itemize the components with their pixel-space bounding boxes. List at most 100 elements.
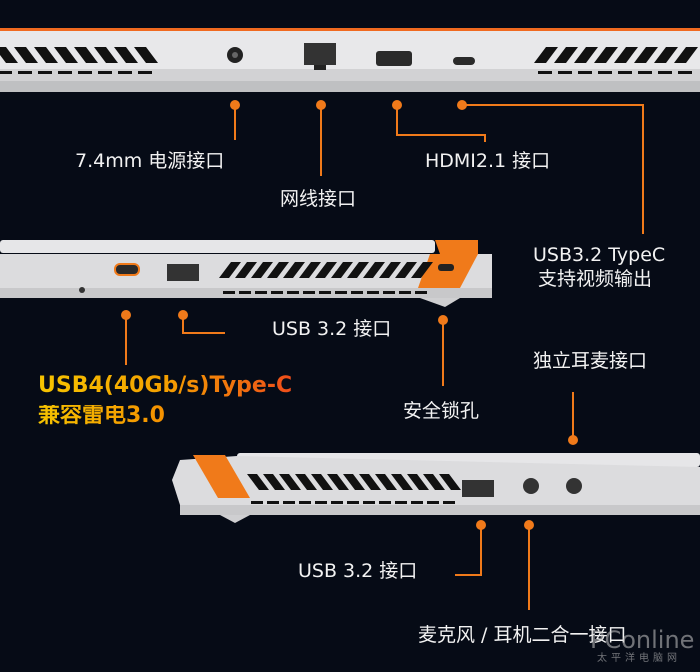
vent-dash <box>347 501 359 504</box>
vent-dash <box>383 291 395 294</box>
usb-a-left-port <box>167 264 199 281</box>
vent-dash <box>118 71 132 74</box>
vent-dash <box>678 71 692 74</box>
vent-dash <box>38 71 52 74</box>
vent-slot <box>0 47 18 63</box>
vent-dash <box>443 501 455 504</box>
vent-slot <box>331 262 353 278</box>
label-power-port: 7.4mm 电源接口 <box>75 150 225 172</box>
vent-dash <box>558 71 572 74</box>
label-hdmi-port: HDMI2.1 接口 <box>425 150 551 172</box>
vent-dash <box>18 71 32 74</box>
vent-dash <box>411 501 423 504</box>
label-lock-slot: 安全锁孔 <box>403 400 480 422</box>
vent-dash <box>239 291 251 294</box>
vent-dash <box>58 71 72 74</box>
vent-dash <box>98 71 112 74</box>
vent-slot <box>247 474 269 490</box>
vent-dash <box>299 501 311 504</box>
vent-slot <box>94 47 118 63</box>
callout-lines <box>125 104 644 610</box>
vent-dash <box>618 71 632 74</box>
vent-dash <box>538 71 552 74</box>
vent-dash <box>223 291 235 294</box>
vent-slot <box>614 47 638 63</box>
hdmi-port <box>376 51 412 66</box>
vent-slot <box>74 47 98 63</box>
label-right-usb: USB 3.2 接口 <box>298 560 418 582</box>
vent-slot <box>574 47 598 63</box>
vent-slot <box>14 47 38 63</box>
label-combo-audio: 麦克风 / 耳机二合一接口 <box>418 624 627 646</box>
vent-slot <box>343 474 365 490</box>
watermark-brand: PConline <box>590 626 695 654</box>
vent-slot <box>251 262 273 278</box>
vent-slot <box>654 47 678 63</box>
vent-slot <box>311 474 333 490</box>
mic-jack <box>566 478 582 494</box>
vent-dash <box>399 291 411 294</box>
vent-dash <box>255 291 267 294</box>
vent-slot <box>283 262 305 278</box>
label-typec-line1: USB3.2 TypeC <box>533 244 666 266</box>
laptop-rear-view <box>0 28 700 92</box>
usb4-port <box>114 263 140 276</box>
label-usb4-line1: USB4(40Gb/s)Type-C <box>38 373 293 398</box>
label-usb4-line2: 兼容雷电3.0 <box>38 403 165 428</box>
vent-dash <box>0 71 12 74</box>
vent-slot <box>327 474 349 490</box>
vent-slot <box>534 47 558 63</box>
vent-slot <box>439 474 461 490</box>
vent-dash <box>658 71 672 74</box>
label-left-usb: USB 3.2 接口 <box>272 318 392 340</box>
vent-slot <box>674 47 698 63</box>
vent-slot <box>363 262 385 278</box>
laptop-left-view <box>0 240 492 307</box>
vent-slot <box>634 47 658 63</box>
vent-dash <box>367 291 379 294</box>
vent-slot <box>299 262 321 278</box>
vent-slot <box>114 47 138 63</box>
lock-slot <box>438 264 454 271</box>
label-headset-port: 独立耳麦接口 <box>533 350 648 372</box>
vent-dash <box>303 291 315 294</box>
vent-slot <box>263 474 285 490</box>
vent-dash <box>267 501 279 504</box>
vent-dash <box>427 501 439 504</box>
vent-dash <box>319 291 331 294</box>
vent-slot <box>235 262 257 278</box>
callout-dots <box>121 100 578 530</box>
vent-dash <box>331 501 343 504</box>
vent-slot <box>347 262 369 278</box>
label-ethernet-port: 网线接口 <box>280 188 357 210</box>
ethernet-port <box>304 43 336 65</box>
vent-slot <box>379 262 401 278</box>
watermark-sub: 太平洋电脑网 <box>597 653 681 664</box>
vent-dash <box>78 71 92 74</box>
usb-a-right-port <box>462 480 494 497</box>
vent-slot <box>391 474 413 490</box>
vent-dash <box>395 501 407 504</box>
vent-slot <box>267 262 289 278</box>
usb-c-rear-port <box>453 57 475 65</box>
vent-dash <box>351 291 363 294</box>
vent-slot <box>295 474 317 490</box>
vent-dash <box>415 291 427 294</box>
headphone-jack <box>523 478 539 494</box>
vent-dash <box>251 501 263 504</box>
vent-slot <box>407 474 429 490</box>
vent-dash <box>578 71 592 74</box>
vent-dash <box>315 501 327 504</box>
vent-dash <box>335 291 347 294</box>
vent-slot <box>54 47 78 63</box>
vent-slot <box>34 47 58 63</box>
vent-dash <box>287 291 299 294</box>
vent-slot <box>134 47 158 63</box>
vent-slot <box>411 262 433 278</box>
vent-slot <box>554 47 578 63</box>
vent-dash <box>379 501 391 504</box>
vent-dash <box>638 71 652 74</box>
vent-dash <box>138 71 152 74</box>
vent-dash <box>283 501 295 504</box>
